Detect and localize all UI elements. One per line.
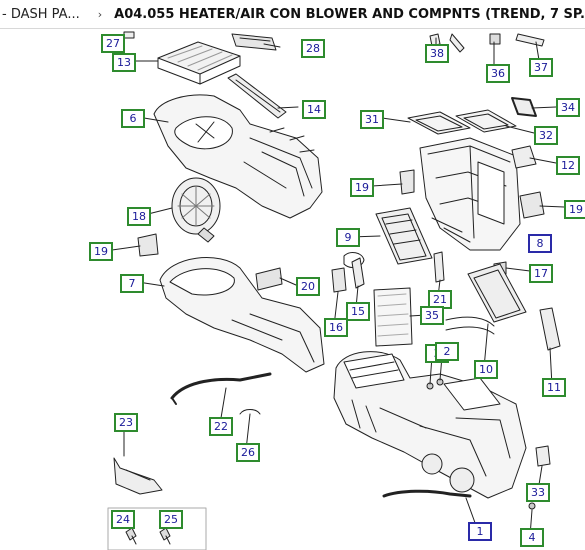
part-19-actuator-c-drawing: [137, 233, 159, 257]
callout-7[interactable]: 7: [120, 274, 144, 293]
part-4-fastener-drawing: [528, 502, 536, 510]
callout-28[interactable]: 28: [301, 39, 325, 58]
callout-8[interactable]: 8: [528, 234, 552, 253]
part-20-resistor-drawing: [255, 267, 283, 291]
part-16-drawing: [331, 267, 347, 293]
chevron-right-icon: ›: [97, 7, 103, 21]
callout-33[interactable]: 33: [526, 483, 550, 502]
part-28-drawing: [231, 33, 277, 51]
part-24-screw-drawing: [125, 527, 137, 545]
part-36-drawing: [489, 33, 501, 45]
callout-14[interactable]: 14: [302, 100, 326, 119]
callout-2[interactable]: 2: [435, 342, 459, 361]
callout-16[interactable]: 16: [324, 318, 348, 337]
callout-24[interactable]: 24: [111, 510, 135, 529]
part-1-pipe-drawing: [382, 489, 472, 498]
callout-32[interactable]: 32: [534, 126, 558, 145]
callout-17[interactable]: 17: [529, 264, 553, 283]
callout-11[interactable]: 11: [542, 378, 566, 397]
callout-13[interactable]: 13: [112, 53, 136, 72]
callout-10[interactable]: 10: [474, 360, 498, 379]
part-19-actuator-b-drawing: [519, 191, 545, 219]
callout-19-b[interactable]: 19: [564, 200, 585, 219]
part-15-drawing: [351, 257, 365, 289]
part-23-bracket-drawing: [113, 457, 163, 495]
part-18-blower-motor-drawing: [171, 177, 221, 243]
callout-19-c[interactable]: 19: [89, 242, 113, 261]
callout-9[interactable]: 9: [336, 228, 360, 247]
callout-37[interactable]: 37: [529, 58, 553, 77]
part-34-seal-drawing: [511, 97, 537, 117]
callout-35[interactable]: 35: [420, 306, 444, 325]
callout-23[interactable]: 23: [114, 413, 138, 432]
parts-diagram: 27 28 13 38 36 37 14 6 34 31 32 12 19 19…: [0, 28, 585, 550]
callout-38[interactable]: 38: [425, 44, 449, 63]
part-11-drawing: [539, 307, 561, 351]
part-27-drawing: [123, 31, 135, 39]
callout-1[interactable]: 1: [468, 522, 492, 541]
page-title: A04.055 HEATER/AIR CON BLOWER AND COMPNT…: [114, 6, 585, 22]
callout-26[interactable]: 26: [236, 443, 260, 462]
part-21-drawing: [433, 251, 445, 283]
hvac-housing-upper-drawing: [419, 137, 521, 251]
part-26-clip-drawing: [239, 409, 261, 415]
hvac-housing-lower-drawing: [333, 351, 527, 499]
part-13-filter-drawing: [157, 41, 241, 85]
callout-18[interactable]: 18: [127, 207, 151, 226]
callout-20[interactable]: 20: [296, 277, 320, 296]
callout-25[interactable]: 25: [159, 510, 183, 529]
callout-12[interactable]: 12: [556, 156, 580, 175]
part-19-actuator-a-drawing: [399, 169, 415, 195]
part-24-25-panel: [107, 507, 207, 550]
part-9-evaporator-drawing: [343, 207, 433, 268]
callout-19-a[interactable]: 19: [350, 178, 374, 197]
part-7-lower-housing-drawing: [159, 257, 325, 373]
part-33-drawing: [535, 445, 551, 467]
part-25-screw-drawing: [159, 527, 171, 545]
callout-27[interactable]: 27: [101, 34, 125, 53]
part-12-actuator-drawing: [511, 145, 537, 169]
breadcrumb: - DASH PA... › A04.055 HEATER/AIR CON BL…: [0, 0, 585, 29]
part-10-heater-core-drawing: [445, 263, 527, 335]
part-37-drawing: [515, 33, 545, 47]
part-22-pipe-drawing: [170, 372, 272, 400]
part-35-filter-drawing: [373, 287, 413, 347]
callout-4[interactable]: 4: [520, 528, 544, 547]
callout-15[interactable]: 15: [346, 302, 370, 321]
part-6-housing-drawing: [153, 94, 323, 219]
callout-22[interactable]: 22: [209, 417, 233, 436]
parts-illustration: [107, 31, 565, 550]
callout-34[interactable]: 34: [556, 98, 580, 117]
callout-6[interactable]: 6: [121, 109, 145, 128]
callout-31[interactable]: 31: [360, 110, 384, 129]
breadcrumb-previous-link[interactable]: - DASH PA...: [2, 6, 80, 22]
callout-36[interactable]: 36: [486, 64, 510, 83]
